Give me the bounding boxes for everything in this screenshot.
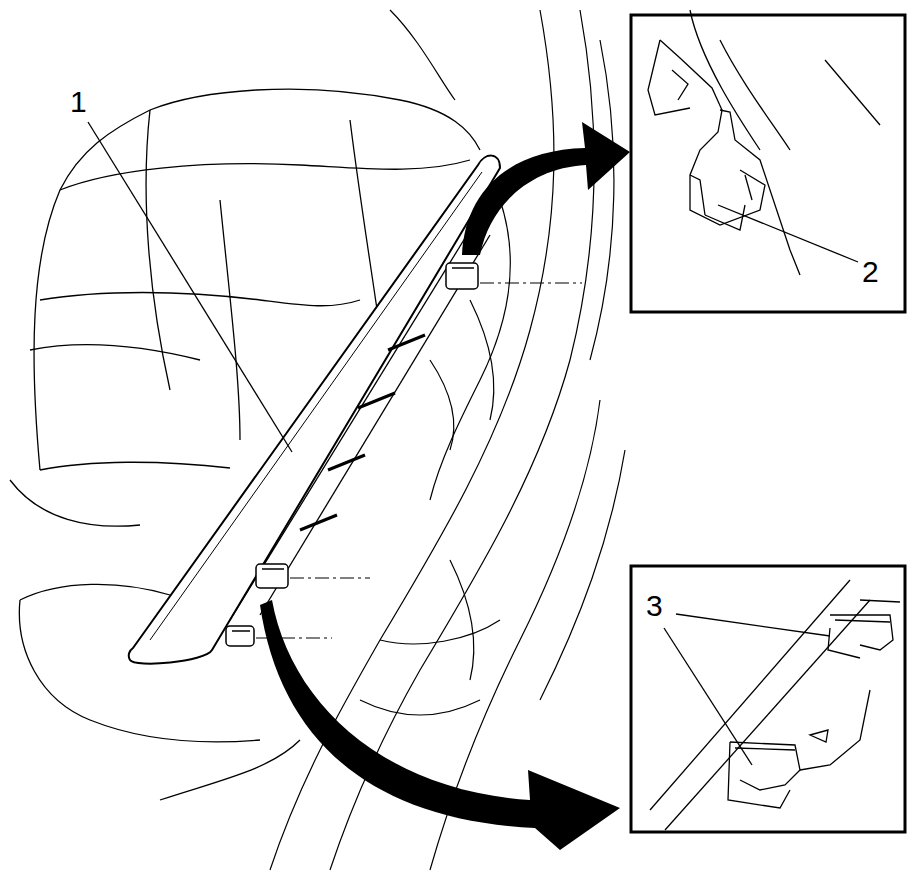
inset-lower-detail-part (728, 742, 790, 808)
trim-panel-part (129, 156, 500, 664)
body-panel-lines-part (360, 700, 480, 715)
trim-panel (129, 156, 500, 664)
inset-lower-detail-part (828, 628, 860, 658)
callout-number: 3 (644, 590, 665, 622)
inset-upper-detail-part (648, 40, 690, 115)
seat-outline-part (40, 462, 230, 470)
body-panel-lines-part (540, 450, 625, 700)
leader-lines (88, 122, 858, 765)
retainer-clips (226, 263, 478, 646)
inset-lower-detail-part (800, 690, 870, 770)
leader-lines-part (676, 614, 830, 636)
body-panel-lines-part (470, 300, 494, 420)
inset-upper-detail-part (705, 205, 745, 230)
inset-frames-part (631, 566, 905, 832)
seat-outline (10, 89, 480, 800)
body-panel-lines-part (380, 620, 500, 644)
retainer-clips-part (452, 267, 474, 269)
inset-lower-detail-part (730, 742, 800, 790)
inset-upper-detail (648, 10, 880, 275)
detail-arrows-part (260, 600, 620, 850)
inset-lower-detail-part (665, 600, 870, 830)
leader-lines-part (664, 628, 752, 765)
alignment-lines-part (480, 282, 582, 283)
inset-lower-detail-part (810, 730, 828, 742)
inset-lower-detail-part (835, 620, 890, 622)
callout-number: 2 (860, 256, 881, 288)
alignment-lines (256, 283, 582, 638)
detail-arrows-part (462, 122, 630, 255)
inset-upper-detail-part (672, 70, 688, 100)
panel-ribs-part (328, 455, 365, 470)
inset-lower-detail-part (830, 615, 893, 650)
trim-panel-part (260, 235, 490, 615)
leader-lines-part (88, 122, 292, 452)
body-panel-lines-part (430, 360, 454, 450)
panel-ribs-part (388, 335, 425, 350)
panel-ribs-part (358, 393, 395, 408)
callout-number: 1 (68, 86, 89, 118)
retainer-clips-part (226, 626, 254, 646)
retainer-clips-part (262, 568, 284, 570)
inset-upper-detail-part (720, 40, 790, 150)
body-panel-lines-part (450, 560, 474, 680)
retainer-clips-part (232, 630, 250, 632)
inset-frames-part (631, 15, 905, 312)
detail-arrows (260, 122, 630, 850)
seat-outline-part (20, 584, 170, 600)
inset-lower-detail-part (735, 748, 795, 750)
inset-upper-detail-part (825, 60, 880, 125)
retainer-clips-part (446, 263, 478, 289)
inset-lower-detail-part (650, 580, 850, 810)
body-panel-lines-part (590, 40, 614, 360)
panel-ribs (300, 335, 425, 530)
inset-upper-detail-part (745, 175, 752, 200)
body-panel-lines-part (390, 10, 455, 100)
inset-upper-detail-part (720, 110, 800, 275)
seat-outline-part (220, 200, 240, 440)
alignment-lines-part (290, 577, 370, 578)
inset-upper-detail-part (690, 175, 705, 215)
leader-lines-part (718, 205, 858, 262)
seat-outline-part (30, 345, 200, 360)
panel-ribs-part (300, 515, 337, 530)
inset-lower-detail-part (860, 600, 900, 602)
retainer-clips-part (256, 564, 288, 588)
seat-outline-part (350, 120, 380, 330)
trim-panel-part (150, 172, 482, 640)
body-panel-lines-part (330, 10, 594, 870)
seat-outline-part (10, 480, 140, 526)
inset-upper-detail-part (690, 10, 760, 150)
inset-lower-detail (650, 580, 900, 830)
trim-panel-part (230, 230, 470, 620)
inset-frames (631, 15, 905, 832)
seat-outline-part (160, 740, 300, 800)
